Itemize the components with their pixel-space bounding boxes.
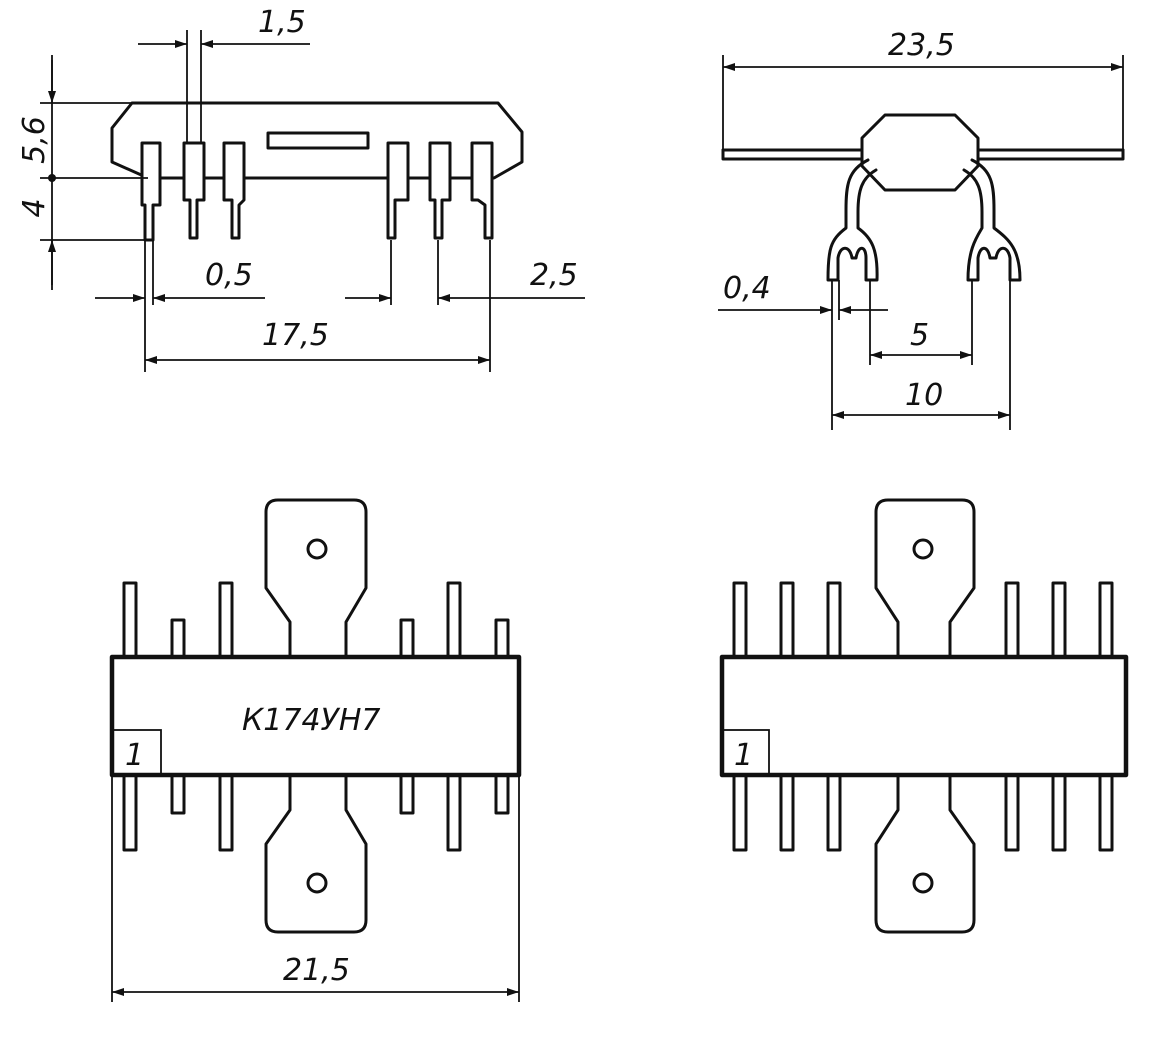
package-body-back xyxy=(719,654,1129,778)
dim-lead-thickness: 0,5 xyxy=(205,258,253,293)
heatsink-tab-top-back xyxy=(874,498,976,659)
dim-lead-height: 4 xyxy=(17,198,52,217)
side-pins-right xyxy=(386,141,494,240)
dim-lead-span: 17,5 xyxy=(262,318,329,353)
heatsink-tab-top xyxy=(264,498,368,659)
pin-one-label-front: 1 xyxy=(125,738,144,773)
dim-body-height: 5,6 xyxy=(17,116,52,164)
heatsink-tab-bottom xyxy=(264,773,368,934)
top-view-back: 1 xyxy=(719,498,1129,934)
part-number: К174УН7 xyxy=(242,703,381,738)
dim-pin-pitch: 2,5 xyxy=(530,258,578,293)
side-pins-left xyxy=(140,141,246,242)
pin-one-label-back: 1 xyxy=(734,738,753,773)
dim-pin-width: 1,5 xyxy=(258,5,306,40)
back-pins-bottom xyxy=(732,773,1114,852)
dim-lead-spacing: 5 xyxy=(910,318,929,353)
heatsink-tab-bottom-back xyxy=(874,773,976,934)
dim-body-length: 21,5 xyxy=(283,953,350,988)
side-view: 5,6 4 1,5 0,5 2,5 17,5 xyxy=(17,5,585,372)
dim-lead-width: 0,4 xyxy=(723,271,771,306)
end-leads-left xyxy=(826,158,879,282)
dim-tab-width: 23,5 xyxy=(888,28,955,63)
front-pins-bottom xyxy=(122,773,510,852)
top-view-front: 1 К174УН7 21,5 xyxy=(109,498,522,1002)
dim-row-spacing: 10 xyxy=(905,378,943,413)
end-view: 23,5 0,4 5 10 xyxy=(718,28,1125,430)
package-body-front xyxy=(109,654,522,778)
end-leads-right xyxy=(962,158,1022,282)
